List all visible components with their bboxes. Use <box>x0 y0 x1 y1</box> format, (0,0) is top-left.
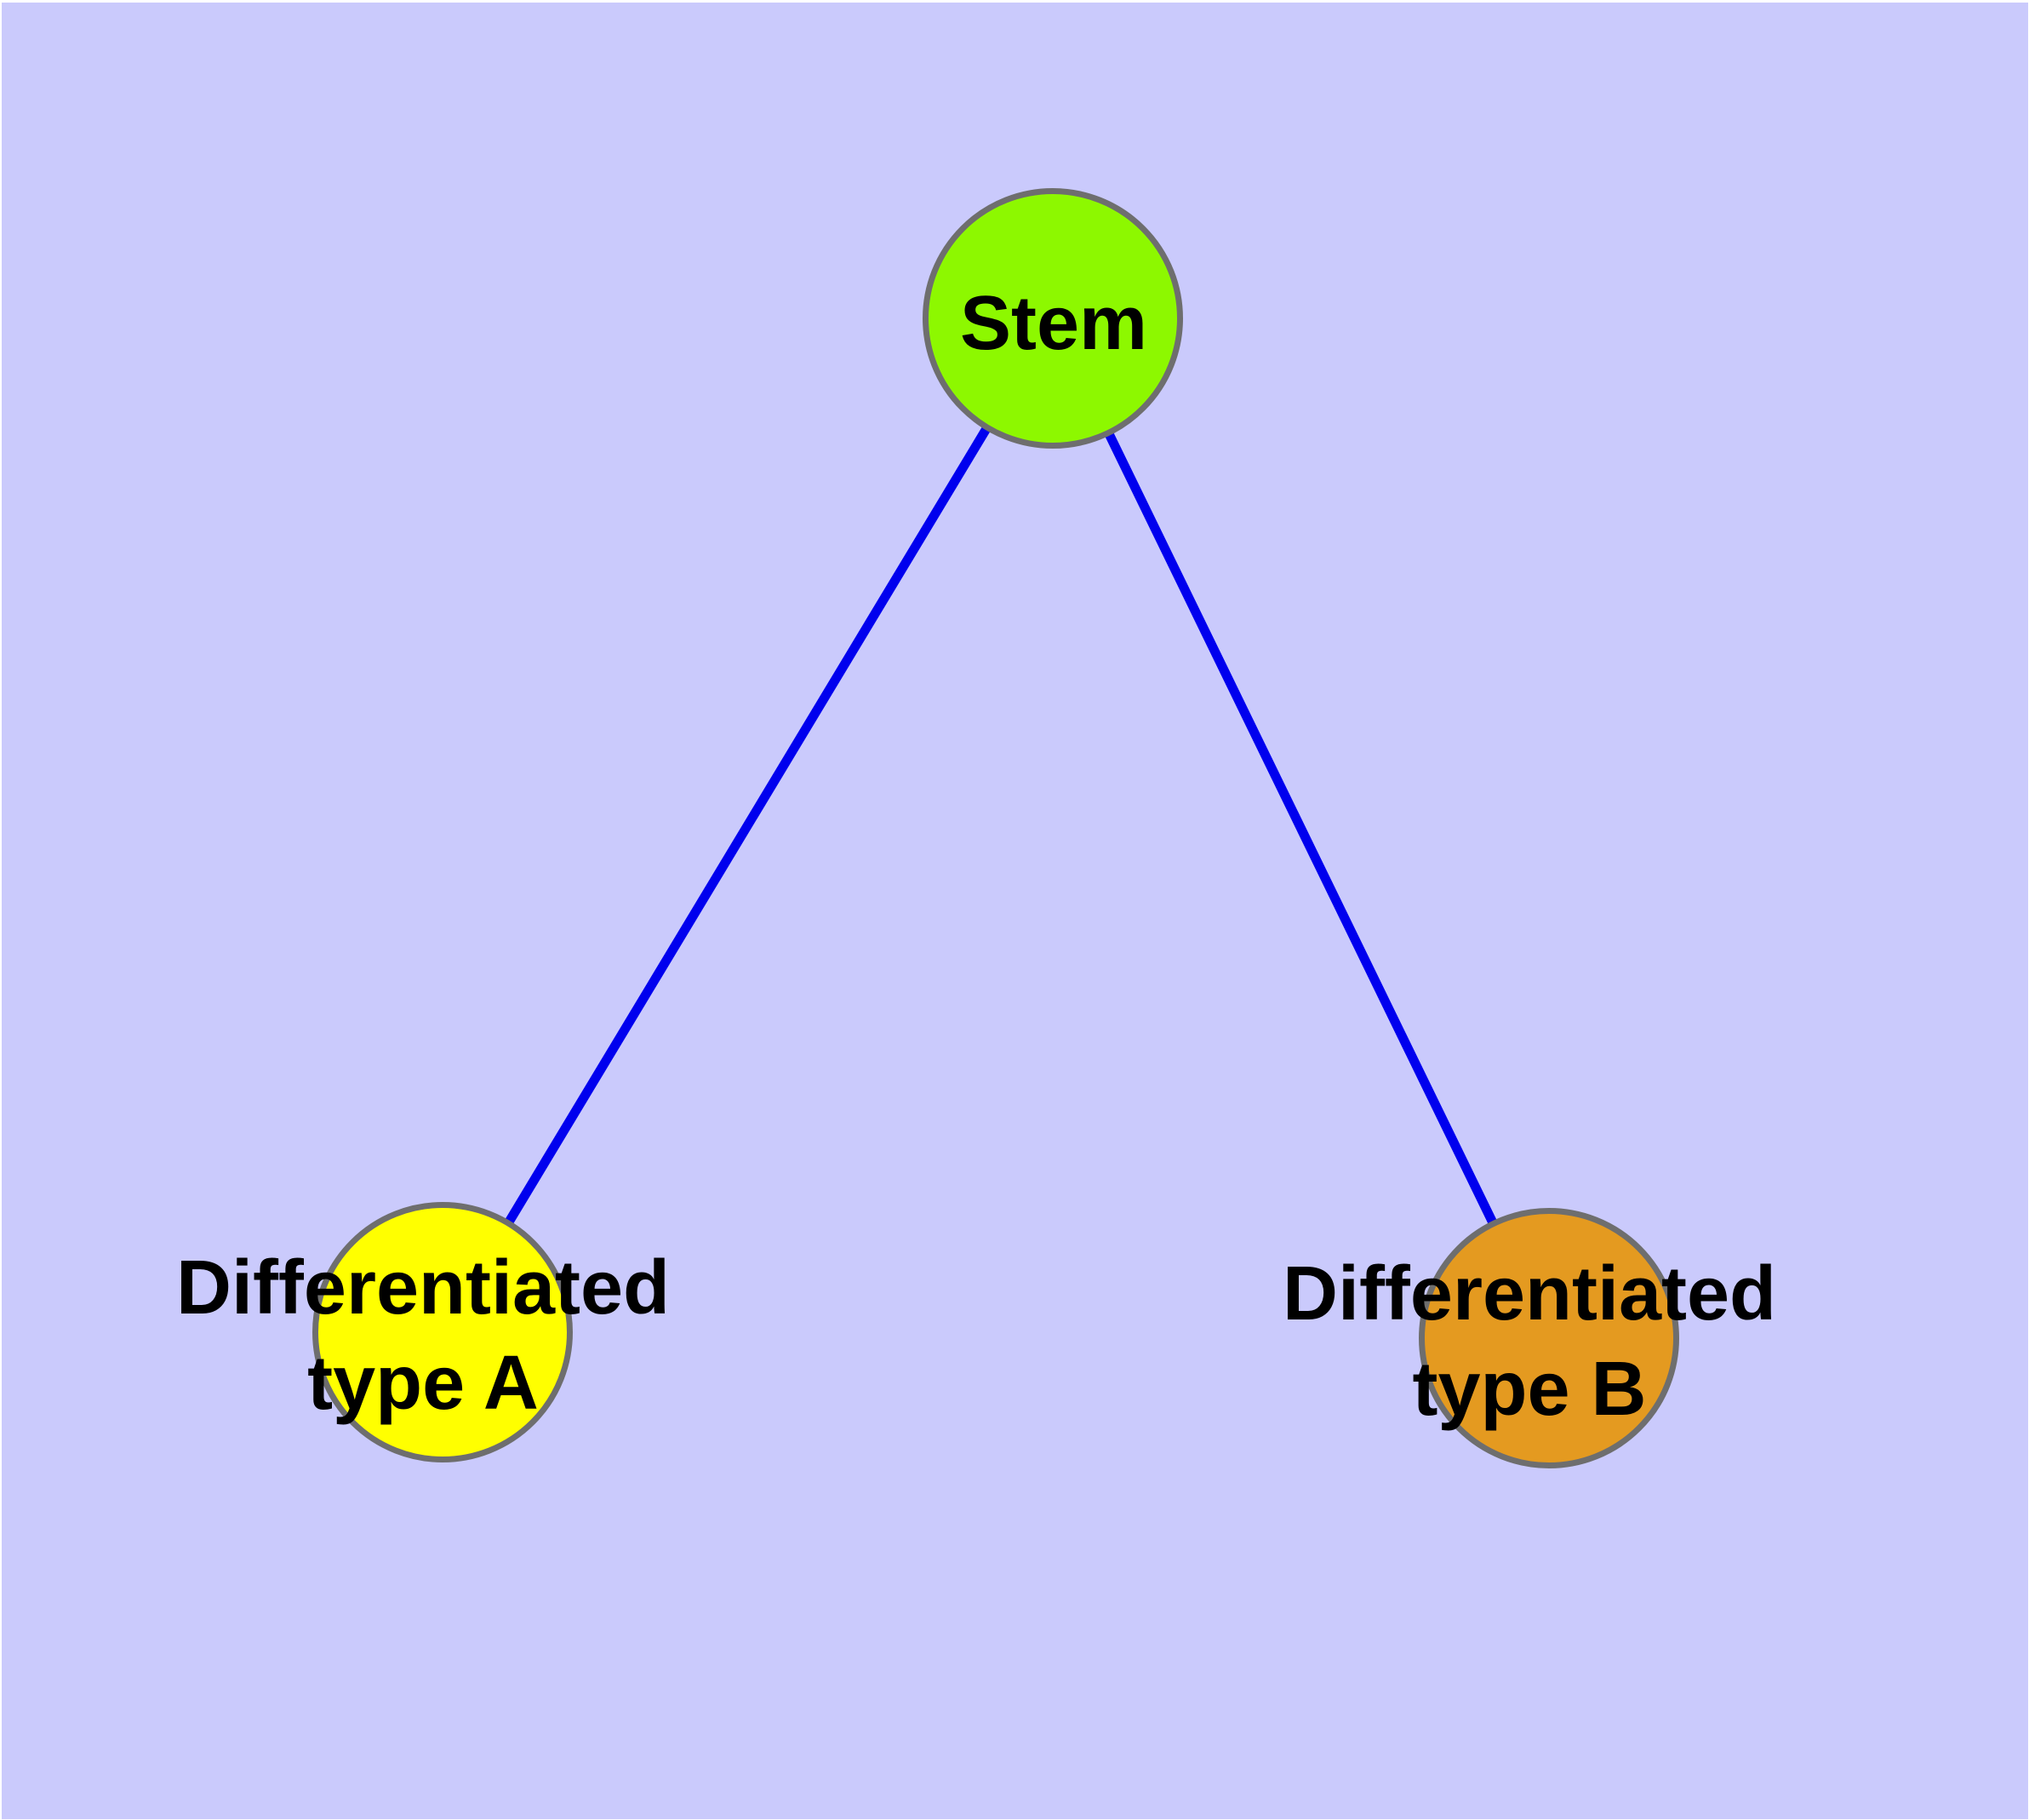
edge-stem-to-type-a <box>438 316 1057 1335</box>
node-stem-label: Stem <box>960 281 1147 366</box>
node-type-a <box>312 1202 573 1462</box>
edge-stem-to-type-b <box>1049 316 1553 1341</box>
node-type-a-label-line2: type A <box>307 1341 539 1426</box>
node-stem <box>923 188 1183 449</box>
node-type-a-label-line1: Differentiated <box>176 1245 670 1331</box>
node-type-b-label-line2: type B <box>1412 1347 1646 1432</box>
node-type-b <box>1419 1208 1679 1468</box>
node-type-b-label-line1: Differentiated <box>1283 1251 1776 1336</box>
